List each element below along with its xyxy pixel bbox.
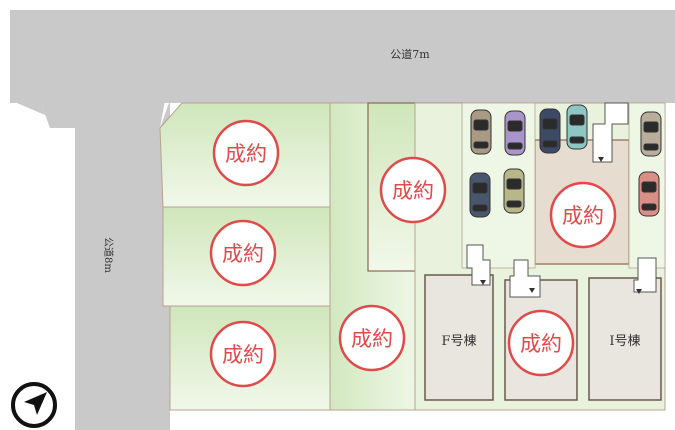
svg-text:成約: 成約: [225, 142, 267, 166]
left-road: [10, 100, 170, 430]
sold-stamp-plot-a: 成約: [212, 119, 280, 187]
sold-stamp-plot-d: 成約: [379, 156, 447, 224]
left-road-label: 公道8m: [102, 237, 115, 273]
north-arrow-icon: [11, 382, 57, 428]
car-icon: [470, 109, 492, 155]
building-f-label: F号棟: [441, 334, 476, 349]
sold-stamp-plot-e: 成約: [338, 304, 406, 372]
car-icon: [638, 171, 660, 217]
car-icon: [539, 108, 561, 154]
top-road-label: 公道7m: [390, 47, 430, 61]
car-icon: [504, 110, 526, 156]
sold-stamp-plot-g: 成約: [507, 309, 575, 377]
parking-marker-icon: [529, 288, 535, 293]
sold-stamp-plot-c: 成約: [209, 320, 277, 388]
car-icon: [469, 172, 491, 218]
parking-marker-icon: [636, 289, 642, 294]
svg-text:成約: 成約: [392, 179, 434, 203]
road-layer: [10, 10, 675, 430]
svg-text:成約: 成約: [520, 332, 562, 356]
sold-stamp-plot-f-land: 成約: [549, 181, 617, 249]
sold-stamp-plot-b: 成約: [209, 219, 277, 287]
svg-text:成約: 成約: [222, 343, 264, 367]
parking-marker-icon: [480, 280, 486, 285]
car-icon: [566, 104, 588, 150]
parking-marker-icon: [598, 157, 604, 162]
top-road: [10, 10, 675, 103]
building-i: [588, 277, 662, 401]
svg-text:成約: 成約: [351, 327, 393, 351]
svg-text:成約: 成約: [562, 204, 604, 228]
building-layer: [424, 102, 662, 401]
car-icon: [640, 111, 662, 157]
sold-stamps: 成約 成約 成約 成約 成約 成約 成約: [209, 119, 617, 388]
building-i-label: I号棟: [609, 334, 640, 349]
svg-text:成約: 成約: [222, 242, 264, 266]
car-icon: [503, 168, 525, 214]
building-f: [424, 274, 494, 401]
